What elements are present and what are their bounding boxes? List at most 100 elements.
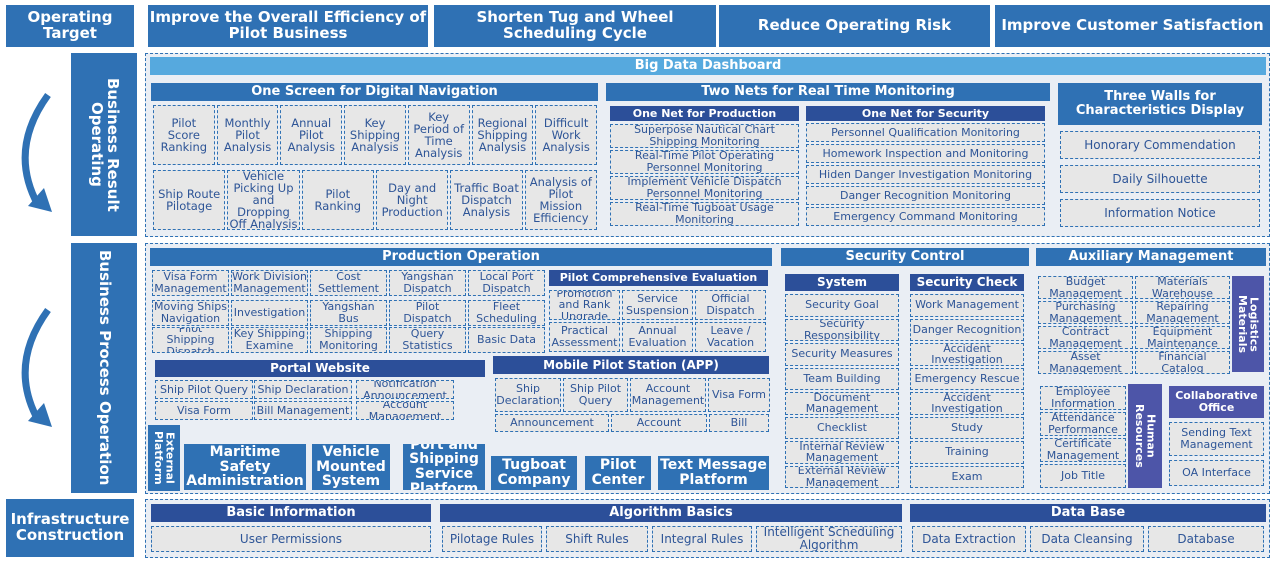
security-check-item: Training [910,441,1024,464]
production-item: Yangshan Dispatch [389,270,466,296]
evaluation-item: Annual Evaluation [622,322,693,352]
basic-info-item: User Permissions [151,526,431,552]
mobile-title: Mobile Pilot Station (APP) [493,356,769,374]
target-1: Shorten Tug and Wheel Scheduling Cycle [434,5,716,47]
evaluation-item: Official Dispatch [695,290,766,320]
production-operation-title: Production Operation [150,248,772,266]
production-net-title: One Net for Production [610,106,799,121]
system-item: Security Goal [785,294,899,317]
production-item: Query Statistics [389,327,466,353]
security-check-item: Accident Investigation [910,392,1024,415]
hr-label: Human Resources [1128,384,1162,488]
external-platform-item: Text Message Platform [658,456,769,490]
database-item: Data Extraction [912,526,1026,552]
external-platform-item: Pilot Center [585,456,651,490]
portal-item: Ship Declaration [254,380,352,399]
logistics-item: Materials Warehouse [1135,276,1230,299]
evaluation-item: Promotion and Rank Upgrade [549,290,620,320]
security-monitor-item: Homework Inspection and Monitoring [806,144,1045,163]
production-item: Visa Form Management [152,270,229,296]
mobile-item: Ship Pilot Query [563,378,628,412]
hr-item: Employee Information [1040,386,1126,410]
nav-analysis-item: Traffic Boat Dispatch Analysis [450,170,523,230]
target-0: Improve the Overall Efficiency of Pilot … [148,5,428,47]
logistics-item: Contract Management [1038,326,1133,349]
production-item: Shipping Monitoring [310,327,387,353]
database-item: Data Cleansing [1030,526,1144,552]
row-label-business-process: Business Process Operation [71,243,137,493]
security-monitor-item: Danger Recognition Monitoring [806,186,1045,205]
logistics-item: Financial Catalog [1135,351,1230,374]
mobile-item: Bill [709,414,769,432]
office-title: Collaborative Office [1169,386,1264,418]
logistics-item: Asset Management [1038,351,1133,374]
algo-title: Algorithm Basics [440,504,902,522]
production-monitor-item: Real-Time Tugboat Usage Monitoring [610,202,799,226]
algorithm-item: Integral Rules [652,526,752,552]
big-data-dashboard: Big Data Dashboard [150,57,1266,75]
hr-item: Job Title [1040,464,1126,488]
nav-analysis-item: Pilot Ranking [301,170,374,230]
three-walls-title: Three Walls for Characteristics Display [1058,83,1262,125]
logistics-item: Purchasing Management [1038,301,1133,324]
security-check-item: Danger Recognition [910,318,1024,341]
production-item: Pilot Shipping Dispatch [152,327,229,353]
portal-item: Bill Management [254,401,352,420]
security-control-title: Security Control [781,248,1029,266]
production-monitor-item: Real-Time Pilot Operating Personnel Moni… [610,150,799,174]
production-item: Moving Ships Navigation [152,300,229,326]
row-label-business-result: Business Result Operating [71,53,137,236]
algorithm-item: Pilotage Rules [442,526,542,552]
system-item: Team Building [785,367,899,390]
evaluation-item: Practical Assessment [549,322,620,352]
mobile-item: Announcement [495,414,609,432]
target-3: Improve Customer Satisfaction [995,5,1270,47]
nav-analysis-item: Difficult Work Analysis [535,105,597,165]
hr-item: Attendance Performance [1040,412,1126,436]
nav-analysis-item: Analysis of Pilot Mission Efficiency [524,170,597,230]
production-item: Local Port Dispatch [468,270,545,296]
nav-analysis-item: Key Shipping Analysis [344,105,406,165]
external-platform-item: Port and Shipping Service Platform [403,444,485,490]
system-item: Document Management [785,392,899,415]
office-item: Sending Text Management [1169,422,1264,456]
row-label-infrastructure: Infrastructure Construction [6,499,134,557]
logistics-item: Equipment Maintenance [1135,326,1230,349]
nav-analysis-item: Ship Route Pilotage [153,170,226,230]
mobile-item: Account Management [630,378,706,412]
production-item: Investigation [231,300,308,326]
nav-analysis-item: Annual Pilot Analysis [280,105,343,165]
mobile-item: Ship Declaration [495,378,561,412]
system-item: Security Measures [785,343,899,366]
security-check-item: Exam [910,465,1024,488]
portal-title: Portal Website [155,360,485,377]
security-net-title: One Net for Security [806,106,1045,121]
security-check-item: Accident Investigation [910,343,1024,366]
mobile-item: Visa Form [708,378,770,412]
security-check-item: Work Management [910,294,1024,317]
nav-analysis-item: Day and Night Production [376,170,449,230]
two-nets-title: Two Nets for Real Time Monitoring [606,83,1050,101]
evaluation-item: Leave / Vacation [695,322,766,352]
external-platform-item: Tugboat Company [491,456,577,490]
target-2: Reduce Operating Risk [719,5,990,47]
external-platform-item: Vehicle Mounted System [312,444,390,490]
system-item: Checklist [785,416,899,439]
logistics-item: Repairing Management [1135,301,1230,324]
one-screen-title: One Screen for Digital Navigation [151,83,598,101]
nav-analysis-item: Pilot Score Ranking [153,105,215,165]
pilot-eval-title: Pilot Comprehensive Evaluation [549,270,768,286]
security-check-item: Emergency Rescue [910,367,1024,390]
production-item: Pilot Dispatch [389,300,466,326]
security-check-title: Security Check [910,274,1024,291]
algorithm-item: Shift Rules [546,526,648,552]
nav-analysis-item: Key Period of Time Analysis [407,105,470,165]
logistics-item: Budget Management [1038,276,1133,299]
production-monitor-item: Implement Vehicle Dispatch Personnel Mon… [610,176,799,200]
logistics-label: Logistics Materials [1232,276,1264,372]
portal-item: Visa Form [155,401,253,420]
evaluation-item: Service Suspension [622,290,693,320]
external-platform-item: Maritime Safety Administration [184,444,306,490]
portal-item: Account Management [356,401,454,420]
